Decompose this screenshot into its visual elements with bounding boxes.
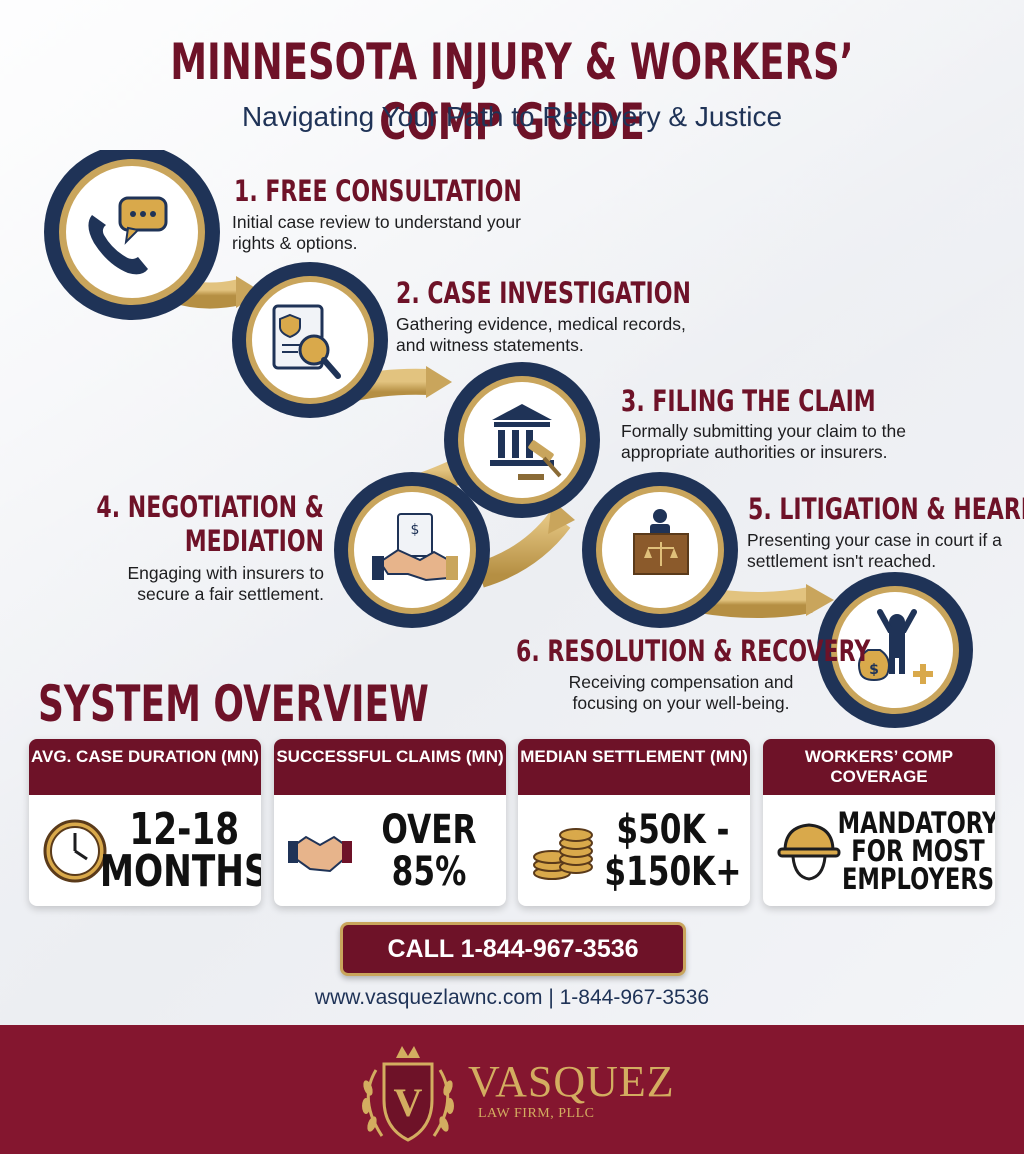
stat-card-value: OVER 85%: [381, 807, 477, 895]
step-4-desc: Engaging with insurers to secure a fair …: [127, 563, 325, 604]
stat-card-label: AVG. CASE DURATION (MN): [29, 739, 261, 795]
journey-path: $ $: [44, 150, 973, 728]
stat-card-settlement: MEDIAN SETTLEMENT (MN) $50K - $150K+: [518, 739, 750, 906]
stat-card-duration: AVG. CASE DURATION (MN) 12-18 MONTHS: [29, 739, 261, 906]
step-circle-3: [444, 362, 600, 518]
svg-text:$: $: [411, 522, 420, 538]
handshake-document-icon: $: [372, 513, 458, 582]
coins-icon: [533, 828, 593, 880]
stat-card-label: WORKERS’ COMP COVERAGE: [763, 739, 995, 795]
svg-text:$: $: [869, 662, 879, 678]
stat-card-value: $50K - $150K+: [604, 807, 742, 895]
judge-bench-icon: [633, 509, 689, 575]
step-1-desc: Initial case review to understand your r…: [232, 212, 521, 253]
firm-logo: V: [362, 1046, 454, 1142]
call-button[interactable]: CALL 1-844-967-3536: [340, 922, 686, 976]
step-2-title: 2. CASE INVESTIGATION: [396, 276, 691, 310]
courthouse-gavel-icon: [490, 404, 562, 480]
arrowhead-4: [806, 584, 834, 616]
overview-title: SYSTEM OVERVIEW: [38, 675, 429, 733]
contact-line[interactable]: www.vasquezlawnc.com | 1-844-967-3536: [314, 986, 710, 1009]
arrowhead-2: [426, 366, 452, 398]
stat-card-coverage: WORKERS’ COMP COVERAGE MANDATORY FOR MOS…: [763, 739, 995, 906]
step-4-title: 4. NEGOTIATION & MEDIATION: [96, 490, 324, 558]
brand-name: VASQUEZ: [468, 1057, 675, 1106]
step-2-desc: Gathering evidence, medical records, and…: [396, 314, 686, 355]
step-3-desc: Formally submitting your claim to the ap…: [621, 421, 906, 462]
step-1-title: 1. FREE CONSULTATION: [234, 174, 522, 208]
stat-card-value: 12-18 MONTHS: [99, 804, 261, 897]
document-magnifier-icon: [272, 304, 341, 379]
stat-card-label: MEDIAN SETTLEMENT (MN): [518, 739, 750, 795]
hard-hat-icon: [777, 823, 841, 881]
handshake-icon: [288, 835, 352, 873]
step-6-title: 6. RESOLUTION & RECOVERY: [516, 634, 871, 668]
clock-icon: [43, 819, 107, 883]
step-5-title: 5. LITIGATION & HEARING: [748, 492, 1024, 526]
phone-chat-icon: [88, 196, 168, 275]
footer-bar: [0, 1025, 1024, 1154]
person-money-recovery-icon: $: [858, 609, 933, 684]
stat-card-value: MANDATORY FOR MOST EMPLOYERS: [837, 806, 995, 896]
brand-subtitle: LAW FIRM, PLLC: [478, 1106, 595, 1121]
logo-letter: V: [394, 1080, 423, 1125]
step-6-desc: Receiving compensation and focusing on y…: [568, 672, 794, 713]
path-segment-4-5: [476, 511, 571, 588]
step-5-desc: Presenting your case in court if a settl…: [747, 530, 1002, 571]
step-3-title: 3. FILING THE CLAIM: [621, 384, 876, 418]
stat-card-label: SUCCESSFUL CLAIMS (MN): [274, 739, 506, 795]
page-title: MINNESOTA INJURY & WORKERS’ COMP GUIDE: [170, 33, 854, 151]
stat-card-success: SUCCESSFUL CLAIMS (MN) OVER 85%: [274, 739, 506, 906]
page-subtitle: Navigating Your Path to Recovery & Justi…: [241, 101, 783, 132]
